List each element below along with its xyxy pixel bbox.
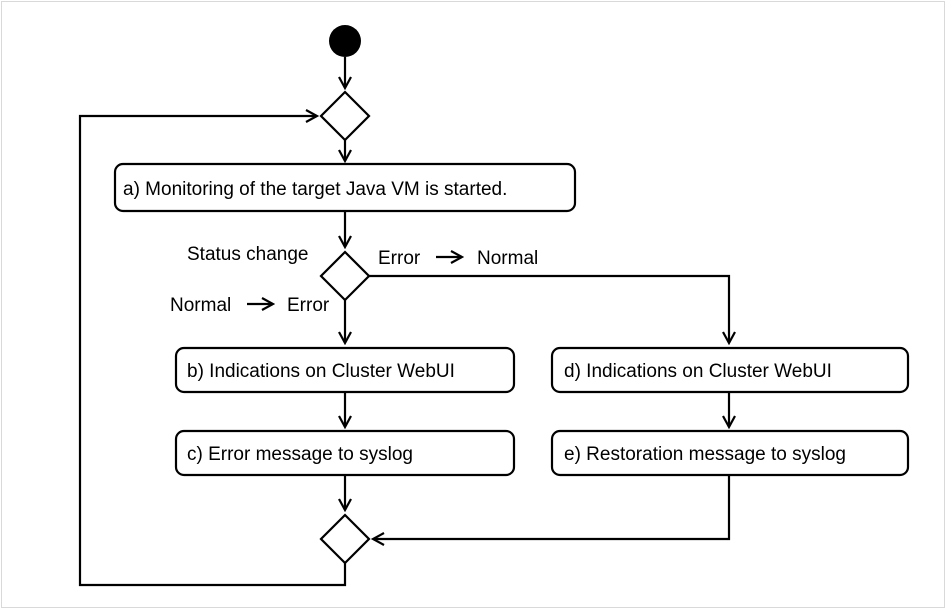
action-b-label: b) Indications on Cluster WebUI — [187, 361, 455, 382]
merge-node-top — [319, 90, 371, 142]
normal-to-error-to: Error — [287, 295, 330, 316]
merge-node-bottom — [319, 513, 371, 565]
error-to-normal-to: Normal — [477, 248, 538, 269]
action-c-label: c) Error message to syslog — [187, 444, 413, 465]
action-d-label: d) Indications on Cluster WebUI — [564, 361, 832, 382]
action-a-label: a) Monitoring of the target Java VM is s… — [123, 179, 507, 200]
flow-e-to-merge — [373, 475, 731, 539]
normal-to-error-from: Normal — [170, 295, 231, 316]
flow-decision-to-d — [369, 274, 729, 343]
error-to-normal-from: Error — [378, 248, 421, 269]
status-change-label: Status change — [187, 244, 308, 265]
flow-loop-back — [78, 116, 347, 587]
action-e-label: e) Restoration message to syslog — [564, 444, 846, 465]
initial-node — [329, 25, 361, 57]
decision-node-status — [319, 250, 371, 302]
